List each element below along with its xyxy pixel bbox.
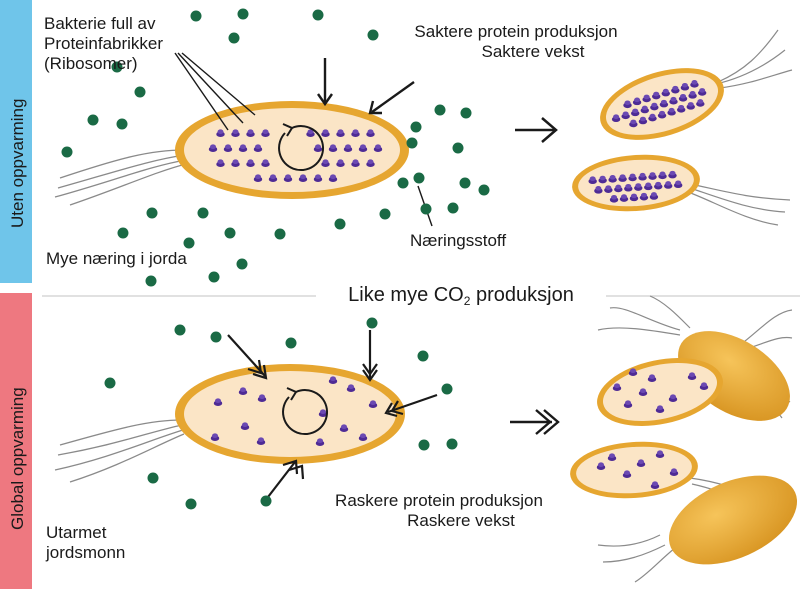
fast-result-label: Raskere protein produksjon Raskere vekst [314, 491, 564, 531]
nutrient-dot-icon [61, 8, 490, 287]
nutrient-dot-icon [413, 172, 425, 184]
nutrient-dot-icon [61, 146, 73, 158]
nutrient-dot-icon [208, 271, 220, 283]
nutrient-dot-icon [116, 118, 128, 130]
nutrient-dot-icon [478, 184, 490, 196]
double-arrow-right-icon [227, 330, 438, 498]
nutrient-dot-icon [134, 86, 146, 98]
nutrient-dot-icon [410, 121, 422, 133]
label-pointer-lines [174, 52, 433, 227]
nutrient-dot-icon [334, 218, 346, 230]
nutrient-dot-icon [190, 10, 202, 22]
nutrient-dot-icon [228, 32, 240, 44]
nutrient-dot-icon [183, 237, 195, 249]
nutrient-dot-icon [104, 377, 116, 389]
nutrient-dot-icon [459, 177, 471, 189]
nutrient-dot-icon [406, 137, 418, 149]
nutrient-dot-icon [87, 114, 99, 126]
nutrient-dot-icon [237, 8, 249, 20]
nutrient-dot-icon [366, 317, 378, 329]
bottom-soil-line-1: Utarmet [46, 523, 107, 542]
co2-production-title: Like mye CO2 produksjon [316, 281, 606, 311]
band-bottom: Global oppvarming [0, 293, 32, 589]
nutrient-dot-icon [185, 498, 197, 510]
rotation-arrow-icon [278, 123, 324, 171]
slow-result-line-2: Saktere vekst [481, 42, 585, 61]
co2-title-prefix: Like mye CO [348, 284, 464, 306]
slow-result-label: Saktere protein produksjon Saktere vekst [396, 22, 636, 62]
nutrient-dot-icon [447, 202, 459, 214]
nutrient-dot-icon [224, 227, 236, 239]
nutrient-dot-icon [460, 107, 472, 119]
bacteria-label: Bakterie full av Proteinfabrikker (Ribos… [44, 14, 163, 74]
nutrient-dot-icon [145, 275, 157, 287]
nutrient-dot-icon [420, 203, 432, 215]
nutrient-dot-icon [210, 331, 222, 343]
rotation-arrow-icon [282, 387, 328, 435]
bacteria-label-line-3: (Ribosomer) [44, 54, 138, 73]
flagellum-icon [54, 419, 185, 483]
bottom-soil-line-2: jordsmonn [46, 543, 126, 562]
nutrient-dot-icon [418, 439, 430, 451]
nutrient-dot-icon [117, 227, 129, 239]
fast-result-line-1: Raskere protein produksjon [335, 491, 543, 510]
nutrient-dot-icon [104, 317, 458, 510]
flagellum-icon [687, 29, 793, 226]
nutrient-dot-icon [260, 495, 272, 507]
flagellum-icon [54, 149, 187, 206]
co2-title-suffix: produksjon [470, 284, 574, 306]
co2-title-subscript: 2 [463, 294, 471, 308]
nutrient-dot-icon [367, 29, 379, 41]
nutrient-dot-icon [274, 228, 286, 240]
nutrient-dot-icon [397, 177, 409, 189]
double-arrow-right-icon [510, 409, 560, 435]
nutrient-dot-icon [146, 207, 158, 219]
nutrient-dot-icon [174, 324, 186, 336]
band-top: Uten oppvarming [0, 0, 32, 283]
bacteria-label-line-2: Proteinfabrikker [44, 34, 164, 53]
nutrient-dot-icon [434, 104, 446, 116]
nutrient-dot-icon [197, 207, 209, 219]
nutrient-dot-icon [236, 258, 248, 270]
bottom-soil-label: Utarmet jordsmonn [46, 523, 125, 563]
bacteria-label-line-1: Bakterie full av [44, 14, 156, 33]
nutrient-dot-icon [147, 472, 159, 484]
fast-bacterium-body-2 [668, 475, 798, 565]
top-soil-label: Mye næring i jorda [46, 249, 187, 268]
nutrient-label: Næringsstoff [410, 231, 507, 250]
fast-result-line-2: Raskere vekst [407, 511, 515, 530]
nutrient-dot-icon [379, 208, 391, 220]
nutrient-dot-icon [452, 142, 464, 154]
arrow-right-icon [317, 58, 415, 115]
nutrient-dot-icon [417, 350, 429, 362]
nutrient-dot-icon [285, 337, 297, 349]
nutrient-dot-icon [312, 9, 324, 21]
slow-result-line-1: Saktere protein produksjon [414, 22, 618, 41]
nutrient-dot-icon [446, 438, 458, 450]
nutrient-dot-icon [111, 61, 123, 73]
arrow-right-icon [515, 117, 558, 143]
nutrient-dot-icon [441, 383, 453, 395]
